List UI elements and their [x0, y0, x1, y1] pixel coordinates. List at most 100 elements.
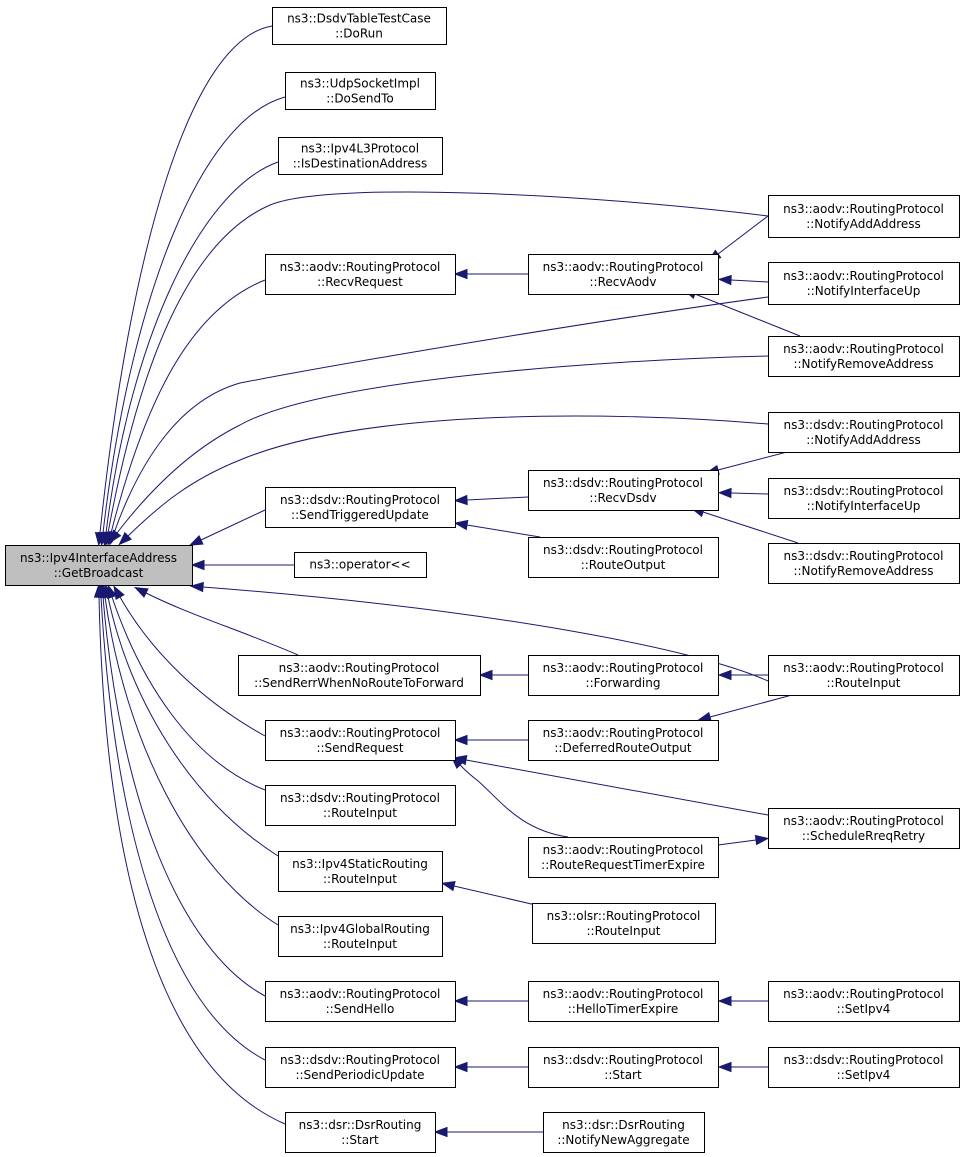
- node-label-line1: ns3::aodv::RoutingProtocol: [280, 260, 441, 274]
- node-label-line2: ::NotifyRemoveAddress: [793, 564, 933, 578]
- arrowhead: [93, 583, 105, 598]
- node-label-line1: ns3::aodv::RoutingProtocol: [280, 726, 441, 740]
- edge-dsdv_routeout-to-dsdv_sendtrig: [453, 519, 541, 538]
- node-label-line2: ::RecvRequest: [317, 275, 403, 289]
- node-aodv-forwarding[interactable]: ns3::aodv::RoutingProtocol::Forwarding: [528, 655, 719, 696]
- node-aodv-sendhello[interactable]: ns3::aodv::RoutingProtocol::SendHello: [265, 981, 456, 1022]
- node-ipv4l3[interactable]: ns3::Ipv4L3Protocol::IsDestinationAddres…: [278, 137, 443, 175]
- edge-dsdv_start-to-dsdv_sendper: [453, 1061, 528, 1073]
- node-box: [265, 487, 456, 528]
- node-dsdv-setipv4[interactable]: ns3::dsdv::RoutingProtocol::SetIpv4: [768, 1047, 960, 1088]
- node-label-line1: ns3::dsdv::RoutingProtocol: [784, 484, 944, 498]
- node-box: [5, 545, 193, 586]
- node-label-line2: ::SendTriggeredUpdate: [291, 508, 429, 522]
- node-aodv-notifyup[interactable]: ns3::aodv::RoutingProtocol::NotifyInterf…: [768, 262, 960, 305]
- node-olsr-routein[interactable]: ns3::olsr::RoutingProtocol::RouteInput: [532, 903, 716, 944]
- node-aodv-routein[interactable]: ns3::aodv::RoutingProtocol::RouteInput: [768, 655, 960, 696]
- node-dsdv-start[interactable]: ns3::dsdv::RoutingProtocol::Start: [528, 1047, 719, 1088]
- node-dsdvtc[interactable]: ns3::DsdvTableTestCase::DoRun: [272, 7, 447, 45]
- node-label-line2: ::NotifyRemoveAddress: [793, 357, 933, 371]
- node-label-line1: ns3::DsdvTableTestCase: [287, 12, 431, 26]
- node-label-line1: ns3::dsdv::RoutingProtocol: [784, 549, 944, 563]
- node-label-line1: ns3::dsdv::RoutingProtocol: [784, 418, 944, 432]
- edge-aodv_routein-to-root: [189, 581, 769, 682]
- node-dsdv-sendper[interactable]: ns3::dsdv::RoutingProtocol::SendPeriodic…: [265, 1047, 456, 1088]
- node-dsdv-notifyrem[interactable]: ns3::dsdv::RoutingProtocol::NotifyRemove…: [768, 543, 960, 584]
- node-box: [294, 552, 427, 578]
- node-box: [543, 1112, 705, 1153]
- node-label-line1: ns3::aodv::RoutingProtocol: [783, 814, 944, 828]
- node-box: [265, 720, 456, 761]
- arrowhead: [453, 494, 468, 506]
- node-op[interactable]: ns3::operator<<: [294, 552, 427, 578]
- node-dsdv-notifyup[interactable]: ns3::dsdv::RoutingProtocol::NotifyInterf…: [768, 478, 960, 519]
- node-dsdv-routein[interactable]: ns3::dsdv::RoutingProtocol::RouteInput: [265, 785, 456, 826]
- node-label-line1: ns3::aodv::RoutingProtocol: [543, 726, 704, 740]
- node-label-line2: ::RouteRequestTimerExpire: [541, 858, 705, 872]
- node-label-line1: ns3::olsr::RoutingProtocol: [547, 909, 701, 923]
- node-box: [768, 412, 960, 453]
- node-box: [532, 903, 716, 944]
- arrowhead: [118, 531, 132, 546]
- node-box: [278, 916, 443, 957]
- node-aodv-recvreq[interactable]: ns3::aodv::RoutingProtocol::RecvRequest: [265, 254, 456, 295]
- node-aodv-setipv4[interactable]: ns3::aodv::RoutingProtocol::SetIpv4: [768, 981, 960, 1022]
- node-aodv-sendrerr[interactable]: ns3::aodv::RoutingProtocol::SendRerrWhen…: [238, 655, 481, 696]
- edge-aodv_notifyup-to-aodv_recvaodv: [717, 274, 769, 286]
- node-box: [528, 655, 719, 696]
- edge-ipv4static-to-root: [102, 583, 279, 857]
- node-ipv4global[interactable]: ns3::Ipv4GlobalRouting::RouteInput: [278, 916, 443, 957]
- node-ipv4static[interactable]: ns3::Ipv4StaticRouting::RouteInput: [278, 851, 443, 892]
- node-label-line1: ns3::aodv::RoutingProtocol: [543, 987, 704, 1001]
- node-aodv-notifyrem[interactable]: ns3::aodv::RoutingProtocol::NotifyRemove…: [768, 336, 960, 377]
- edge-dsdv_notifyup-to-dsdv_recvdsdv: [717, 487, 769, 499]
- node-label-line2: ::NotifyInterfaceUp: [807, 499, 921, 513]
- node-aodv-rrte[interactable]: ns3::aodv::RoutingProtocol::RouteRequest…: [528, 837, 719, 878]
- node-box: [278, 851, 443, 892]
- node-udpsock[interactable]: ns3::UdpSocketImpl::DoSendTo: [285, 72, 436, 110]
- edge-aodv_routein-to-aodv_forwarding: [717, 669, 768, 681]
- node-dsdv-recvdsdv[interactable]: ns3::dsdv::RoutingProtocol::RecvDsdv: [528, 470, 719, 511]
- node-dsr-notify[interactable]: ns3::dsr::DsrRouting::NotifyNewAggregate: [543, 1112, 705, 1153]
- node-aodv-deferred[interactable]: ns3::aodv::RoutingProtocol::DeferredRout…: [528, 720, 719, 761]
- edge-aodv_hte-to-aodv_sendhello: [453, 995, 528, 1007]
- arrowhead: [108, 529, 122, 544]
- node-label-line2: ::Start: [341, 1133, 379, 1147]
- node-label-line2: ::NotifyAddAddress: [806, 433, 921, 447]
- node-dsdv-notifyadd[interactable]: ns3::dsdv::RoutingProtocol::NotifyAddAdd…: [768, 412, 960, 453]
- edge-dsdv_sendtrig-to-root: [188, 509, 266, 546]
- edge-aodv_notifyrem-to-root: [108, 355, 769, 544]
- edge-dsr_start-to-root: [93, 583, 286, 1125]
- node-label-line2: ::RouteOutput: [581, 558, 666, 572]
- node-aodv-hte[interactable]: ns3::aodv::RoutingProtocol::HelloTimerEx…: [528, 981, 719, 1022]
- node-layer: ns3::Ipv4InterfaceAddress::GetBroadcastn…: [5, 7, 960, 1153]
- node-box: [768, 195, 960, 238]
- node-label-line1: ns3::aodv::RoutingProtocol: [783, 987, 944, 1001]
- node-label-line2: ::ScheduleRreqRetry: [802, 829, 925, 843]
- node-label-line2: ::Forwarding: [586, 676, 661, 690]
- node-aodv-sendreq[interactable]: ns3::aodv::RoutingProtocol::SendRequest: [265, 720, 456, 761]
- node-label-line2: ::Start: [604, 1068, 642, 1082]
- node-dsdv-routeout[interactable]: ns3::dsdv::RoutingProtocol::RouteOutput: [528, 537, 719, 578]
- node-label-line2: ::DeferredRouteOutput: [554, 741, 692, 755]
- node-dsr-start[interactable]: ns3::dsr::DsrRouting::Start: [285, 1112, 436, 1153]
- node-dsdv-sendtrig[interactable]: ns3::dsdv::RoutingProtocol::SendTriggere…: [265, 487, 456, 528]
- node-root[interactable]: ns3::Ipv4InterfaceAddress::GetBroadcast: [5, 545, 193, 586]
- edge-aodv_sendreq-to-root: [113, 585, 266, 737]
- arrowhead: [133, 586, 149, 598]
- node-aodv-recvaodv[interactable]: ns3::aodv::RoutingProtocol::RecvAodv: [528, 254, 719, 295]
- node-box: [768, 981, 960, 1022]
- edge-layer: [93, 25, 801, 1138]
- node-aodv-sched[interactable]: ns3::aodv::RoutingProtocol::ScheduleRreq…: [768, 808, 960, 849]
- node-label-line1: ns3::dsr::DsrRouting: [299, 1118, 422, 1132]
- node-box: [768, 262, 960, 305]
- node-label-line1: ns3::dsdv::RoutingProtocol: [543, 476, 703, 490]
- node-box: [285, 72, 436, 110]
- edge-olsr_routein-to-ipv4static: [440, 881, 541, 907]
- node-box: [265, 1047, 456, 1088]
- arrowhead: [189, 581, 204, 593]
- edge-dsr_notify-to-dsr_start: [433, 1126, 543, 1138]
- node-label-line2: ::RouteInput: [323, 806, 397, 820]
- node-aodv-notifyadd[interactable]: ns3::aodv::RoutingProtocol::NotifyAddAdd…: [768, 195, 960, 238]
